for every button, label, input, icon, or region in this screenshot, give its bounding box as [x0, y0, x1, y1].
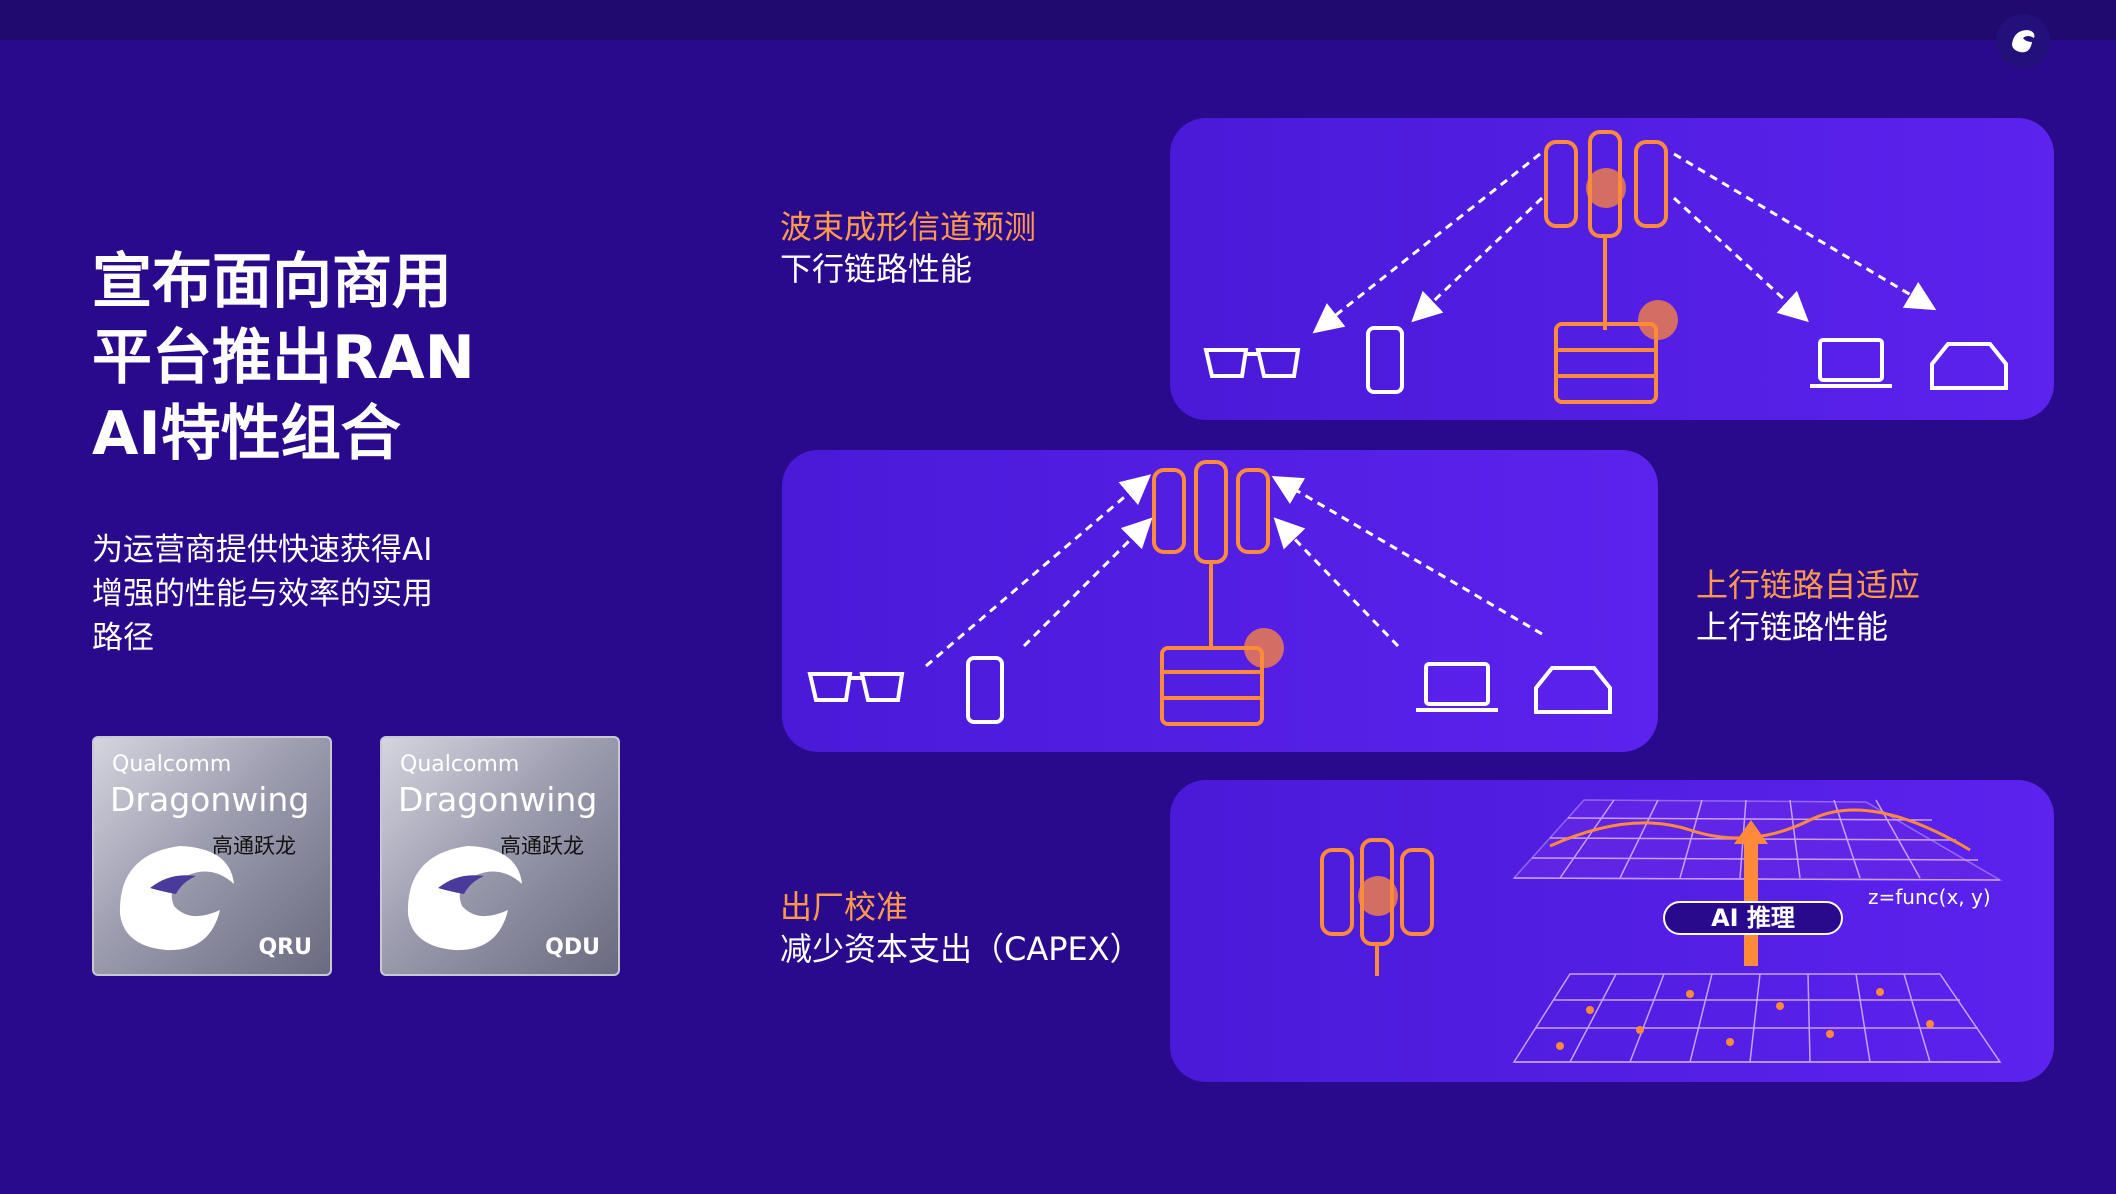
panel3-sub: 减少资本支出（CAPEX）	[780, 930, 1142, 968]
panel3-label: 出厂校准 减少资本支出（CAPEX）	[780, 886, 1142, 970]
ai-brain-icon	[1638, 300, 1678, 340]
panel-uplink	[782, 450, 1658, 752]
badge-name: Dragonwing	[398, 780, 598, 819]
phone-icon	[966, 656, 1004, 724]
badge-code: QRU	[258, 935, 312, 960]
panel1-heading: 波束成形信道预测	[780, 208, 1037, 246]
panel2-heading: 上行链路自适应	[1696, 566, 1921, 604]
formula-label: z=func(x, y)	[1868, 885, 1991, 909]
car-icon	[1930, 342, 2008, 390]
antenna-icon	[1152, 460, 1270, 646]
badge-name: Dragonwing	[110, 780, 310, 819]
badge-qdu: Qualcomm Dragonwing 高通跃龙 QDU	[380, 736, 620, 976]
ai-inference-label: AI 推理	[1711, 904, 1795, 932]
uplink-diagram	[807, 460, 1612, 726]
panel-downlink	[1170, 118, 2054, 420]
panel2-sub: 上行链路性能	[1696, 608, 1889, 646]
ai-inference-pill	[1663, 901, 1843, 935]
server-icon	[1160, 646, 1264, 726]
dragon-icon	[119, 846, 234, 951]
laptop-icon	[1810, 338, 1892, 388]
page-subtitle: 为运营商提供快速获得AI 增强的性能与效率的实用 路径	[92, 532, 433, 656]
car-icon	[1534, 666, 1612, 714]
lower-surface-grid	[1512, 973, 2002, 1063]
panel3-heading: 出厂校准	[780, 888, 909, 926]
badge-code: QDU	[545, 935, 600, 960]
laptop-icon	[1416, 662, 1498, 712]
panel1-label: 波束成形信道预测 下行链路性能	[780, 206, 1036, 290]
ai-brain-icon	[1586, 168, 1626, 208]
badge-cn: 高通跃龙	[212, 834, 296, 858]
logo-icon	[1996, 14, 2050, 68]
glasses-icon	[807, 672, 905, 702]
panel2-label: 上行链路自适应 上行链路性能	[1696, 564, 1920, 648]
glasses-icon	[1203, 348, 1301, 378]
calibration-diagram: AI 推理 z=func(x, y)	[1320, 799, 2003, 1063]
panel-calibration: AI 推理 z=func(x, y)	[1170, 780, 2054, 1082]
antenna-icon	[1544, 130, 1668, 330]
badge-cn: 高通跃龙	[500, 834, 584, 858]
ai-brain-icon	[1358, 876, 1398, 916]
sample-points	[1556, 988, 1934, 1050]
ai-brain-icon	[1244, 628, 1284, 668]
dragon-icon	[407, 846, 522, 951]
badge-qru: Qualcomm Dragonwing 高通跃龙 QRU	[92, 736, 332, 976]
downlink-diagram	[1203, 130, 2008, 404]
top-bar	[0, 0, 2116, 40]
phone-icon	[1366, 326, 1404, 394]
server-icon	[1554, 322, 1658, 404]
badge-brand: Qualcomm	[400, 752, 520, 777]
panel1-sub: 下行链路性能	[780, 250, 973, 288]
badge-brand: Qualcomm	[112, 752, 232, 777]
